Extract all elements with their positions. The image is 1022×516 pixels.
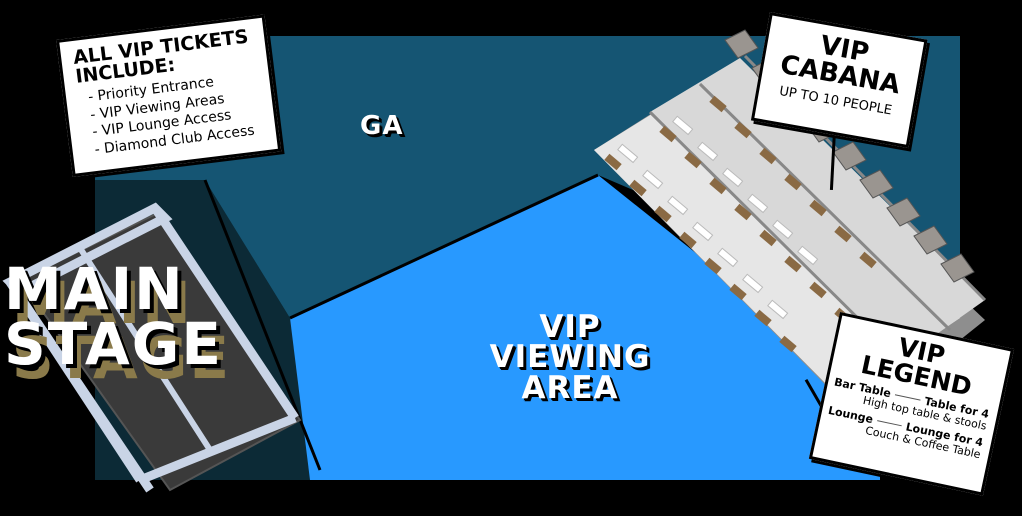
zone-divider — [289, 173, 599, 320]
vip-viewing-area-label: VIP VIEWING AREA — [485, 309, 655, 406]
legend-dash — [876, 420, 903, 427]
vip-viewing-line: VIEWING — [489, 339, 651, 376]
main-stage-line: STAGE — [4, 310, 223, 379]
vip-viewing-zone[interactable] — [290, 175, 880, 480]
ga-zone-label: GA — [360, 111, 404, 141]
vip-includes-sign: ALL VIP TICKETS INCLUDE: - Priority Entr… — [56, 14, 282, 177]
main-stage-label: MAIN STAGE — [4, 255, 223, 379]
main-stage-structure — [2, 202, 302, 493]
vip-viewing-line: VIP — [539, 309, 601, 345]
vip-viewing-line: AREA — [521, 369, 619, 406]
zone-divider — [203, 179, 322, 471]
legend-dash — [894, 394, 921, 401]
main-stage-line: MAIN — [4, 255, 185, 323]
